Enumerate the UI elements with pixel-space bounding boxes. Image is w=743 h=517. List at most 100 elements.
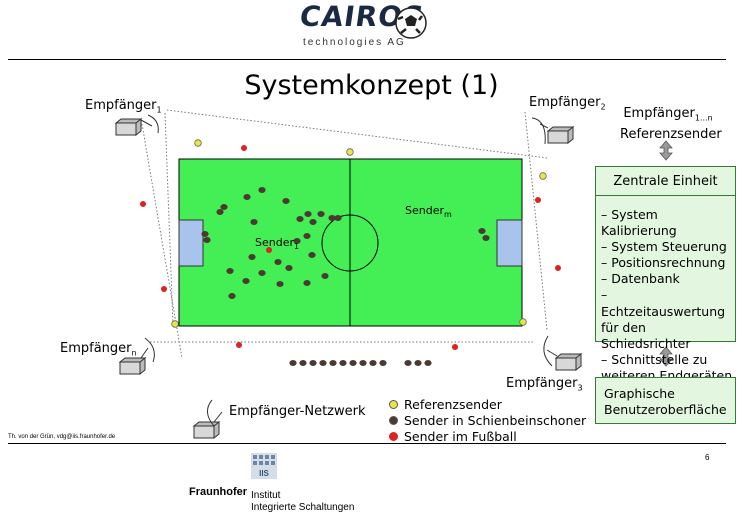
coverage-lines — [141, 109, 548, 359]
yellow-dot-icon — [389, 399, 398, 409]
player-dot — [309, 219, 317, 225]
player-dot — [304, 211, 312, 217]
central-unit-list: – System Kalibrierung – System Steuerung… — [596, 207, 735, 384]
header-rule — [8, 59, 726, 60]
player-dot — [243, 194, 251, 200]
ball-dot — [535, 197, 541, 203]
player-dot — [379, 360, 387, 366]
institute-name: Institut Integrierte Schaltungen — [251, 490, 355, 513]
right-goal — [496, 219, 523, 267]
player-dot — [482, 235, 490, 241]
ball-dot — [140, 201, 146, 207]
player-dot — [203, 237, 211, 243]
double-arrow-icon — [659, 346, 673, 367]
page-number: 6 — [705, 453, 710, 462]
reference-dot — [346, 148, 354, 156]
player-dot — [274, 259, 282, 265]
reference-dot — [171, 320, 179, 328]
central-unit-item: – Positionsrechnung — [601, 255, 726, 271]
player-dot — [317, 211, 325, 217]
player-dot — [404, 360, 412, 366]
left-goal — [178, 219, 204, 267]
ball-dot — [555, 265, 561, 271]
slide-title: Systemkonzept (1) — [244, 70, 499, 101]
sender-m-label: Senderm — [405, 204, 452, 220]
player-dot — [303, 233, 311, 239]
iis-logo-icon: IIS — [251, 453, 277, 479]
receiver-3-label: Empfänger3 — [506, 376, 583, 393]
player-dot — [285, 265, 293, 271]
player-dot — [303, 280, 311, 286]
player-dot — [248, 254, 256, 260]
receiver-network-icon — [192, 399, 223, 440]
player-dot — [308, 252, 316, 258]
player-dot — [293, 238, 301, 244]
gui-line-2: Benutzeroberfläche — [604, 402, 727, 417]
cairos-logo-subtitle: technologies AG — [303, 37, 406, 48]
receivers-reference-label: Empfänger1...n Referenzsender — [620, 106, 722, 142]
receiver-antennas — [114, 114, 583, 440]
player-dot — [220, 204, 228, 210]
central-unit-item: für den Schiedsrichter — [601, 319, 691, 351]
player-dot — [296, 216, 304, 222]
player-dot — [319, 360, 327, 366]
player-dot — [424, 360, 432, 366]
footer-rule — [8, 443, 726, 444]
author-note: Th. von der Grün, vdg@iis.fraunhofer.de — [8, 434, 116, 440]
legend-item-reference: Referenzsender — [389, 396, 586, 412]
legend-item-shin-guard: Sender in Schienbeinschoner — [389, 412, 586, 428]
reference-dot — [539, 172, 547, 180]
player-dot — [478, 228, 486, 234]
player-dot — [334, 215, 342, 221]
player-transmitters — [201, 187, 490, 366]
receiver-n-label: Empfängern — [60, 341, 137, 358]
player-dot — [369, 360, 377, 366]
legend: Referenzsender Sender in Schienbeinschon… — [389, 396, 586, 444]
fraunhofer-name: Fraunhofer — [189, 486, 248, 498]
sender-1-label: Sender1 — [255, 236, 300, 252]
player-dot — [349, 360, 357, 366]
central-unit-item: – System Kalibrierung — [601, 207, 677, 239]
gui-box: Graphische Benutzeroberfläche — [595, 377, 736, 424]
gui-line-1: Graphische — [604, 386, 675, 401]
player-dot — [201, 231, 209, 237]
central-unit-item: – System Steuerung — [601, 239, 727, 255]
player-dot — [339, 360, 347, 366]
receiver-2-label: Empfänger2 — [529, 95, 606, 112]
central-unit-title: Zentrale Einheit — [596, 167, 735, 196]
player-dot — [359, 360, 367, 366]
double-arrow-icon — [659, 140, 673, 161]
ball-dot — [236, 342, 242, 348]
player-dot — [328, 215, 336, 221]
ball-dot — [161, 286, 167, 292]
player-dot — [321, 273, 329, 279]
player-dot — [216, 209, 224, 215]
central-unit-box: Zentrale Einheit – System Kalibrierung –… — [595, 166, 736, 383]
receiver-1-label: Empfänger1 — [85, 98, 162, 115]
player-dot — [276, 281, 284, 287]
reference-transmitters — [171, 139, 547, 328]
double-arrows — [659, 140, 673, 367]
ball-dot — [452, 344, 458, 350]
player-dot — [258, 270, 266, 276]
legend-item-ball: Sender im Fußball — [389, 428, 586, 444]
player-dot — [309, 360, 317, 366]
central-unit-item: – Datenbank — [601, 271, 680, 287]
player-dot — [414, 360, 422, 366]
central-unit-item: – Echtzeitauswertung — [601, 287, 726, 319]
player-dot — [228, 293, 236, 299]
player-dot — [299, 360, 307, 366]
ball-dot — [241, 145, 247, 151]
iis-logo-text: IIS — [259, 469, 269, 478]
player-dot — [329, 360, 337, 366]
red-dot-icon — [389, 431, 398, 441]
player-dot — [242, 278, 250, 284]
reference-dot — [519, 318, 527, 326]
dark-dot-icon — [389, 415, 398, 425]
player-dot — [289, 360, 297, 366]
player-dot — [226, 268, 234, 274]
receiver-1-icon — [114, 114, 159, 137]
receiver-n-icon — [118, 337, 155, 376]
receiver-3-icon — [543, 335, 583, 372]
